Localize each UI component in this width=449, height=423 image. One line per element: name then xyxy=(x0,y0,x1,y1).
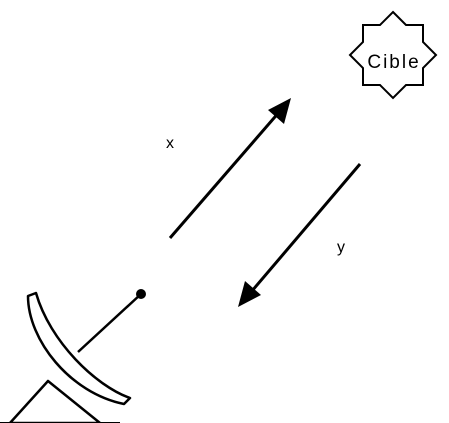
satellite-dish-icon xyxy=(0,289,146,423)
target-label: Cible xyxy=(367,52,420,73)
return-label: y xyxy=(337,239,345,256)
outgoing-arrow xyxy=(170,103,287,238)
return-arrow xyxy=(246,164,360,298)
outgoing-label: x xyxy=(166,135,174,152)
